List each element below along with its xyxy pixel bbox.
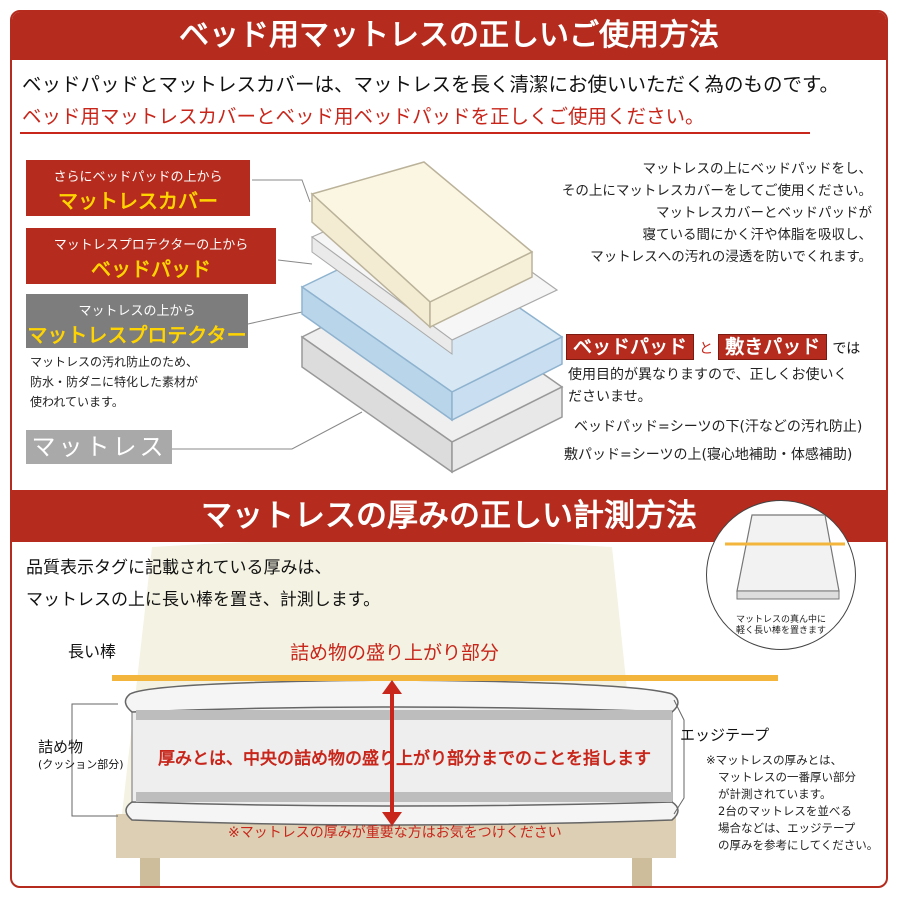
protector-label-big: マットレスプロテクター [27, 323, 247, 347]
bottom-edge-tape [125, 801, 679, 826]
side-note-line: 2台のマットレスを並べる [718, 804, 852, 818]
protector-note-line: 使われています。 [30, 395, 124, 409]
usage-line: その上にマットレスカバーをしてご使用ください。 [561, 183, 872, 199]
thickness-diagram [71, 542, 778, 886]
usage-explanation: マットレスの上にベッドパッドをし、 その上にマットレスカバーをしてご使用ください… [562, 158, 872, 268]
pad-label-big: ベッドパッド [91, 257, 211, 281]
usage-line: マットレスへの汚れの浸透を防いでくれます。 [590, 249, 872, 265]
divider [20, 132, 810, 134]
measure-intro-line: マットレスの上に長い棒を置き、計測します。 [26, 590, 381, 610]
pad-leader-line [277, 259, 313, 265]
layered-mattress-illustration [172, 161, 564, 474]
side-note-line: 場合などは、エッジテープ [718, 821, 856, 835]
comparison-line: 使用目的が異なりますので、正しくお使いく [568, 367, 848, 383]
arrow-head-up [382, 680, 402, 694]
inset-caption: マットレスの真ん中に 軽く長い棒を置きます [707, 615, 855, 637]
filling-sub-label: (クッション部分) [38, 758, 124, 771]
thickness-definition: 厚みとは、中央の詰め物の盛り上がり部分までのことを指します [158, 749, 651, 769]
side-note-line: ※マットレスの厚みとは、 [706, 753, 843, 767]
shiki-pad-definition: 敷パッド=シーツの上(寝心地補助・体感補助) [564, 447, 853, 463]
protector-label: マットレスの上から マットレスプロテクター [26, 294, 248, 348]
cover-label-small: さらにベッドパッドの上から [53, 170, 223, 185]
cover-leader-line [252, 179, 311, 203]
shiki-pad-tag: 敷きパッド [718, 334, 828, 360]
filling-label: 詰め物 [38, 738, 84, 756]
comparison-line: ださいませ。 [568, 389, 652, 405]
cover-layer [310, 161, 534, 329]
inset-caption-line: マットレスの真ん中に [735, 615, 826, 625]
pad-comparison-heading: ベッドパッド と 敷きパッド では [566, 332, 861, 360]
pad-label-small: マットレスプロテクターの上から [53, 238, 249, 253]
side-note-line: の厚みを参考にしてください。 [718, 838, 879, 852]
arrow-head-down [382, 812, 402, 826]
edge-tape-note: ※マットレスの厚みとは、 マットレスの一番厚い部分 が計測されています。 2台の… [706, 752, 878, 854]
mattress-leader-line [172, 411, 363, 450]
protector-note: マットレスの汚れ防止のため、 防水・防ダニに特化した素材が 使われています。 [30, 352, 198, 412]
side-note-line: が計測されています。 [718, 787, 832, 801]
connector-text: と [699, 341, 714, 357]
mattress-cross-section [124, 679, 679, 826]
pad-label: マットレスプロテクターの上から ベッドパッド [26, 228, 276, 284]
inset-circle: マットレスの真ん中に 軽く長い棒を置きます [706, 500, 856, 650]
cover-label-big: マットレスカバー [58, 189, 218, 213]
thickness-warning: ※マットレスの厚みが重要な方はお気をつけください [228, 825, 562, 841]
top-quilt-band [136, 710, 672, 720]
protector-note-line: マットレスの汚れ防止のため、 [30, 355, 199, 369]
edge-tape-bracket [673, 699, 685, 815]
measure-intro-line: 品質表示タグに記載されている厚みは、 [26, 558, 332, 578]
side-note-line: マットレスの一番厚い部分 [718, 770, 856, 784]
bed-pad-definition: ベッドパッド=シーツの下(汗などの汚れ防止) [574, 419, 863, 435]
bed-pad-tag: ベッドパッド [566, 334, 695, 360]
inset-mattress-illustration [725, 514, 845, 600]
usage-line: 寝ている間にかく汗や体脂を吸収し、 [642, 227, 873, 243]
page-frame: ベッド用マットレスの正しいご使用方法 ベッドパッドとマットレスカバーは、マットレ… [10, 10, 888, 888]
intro-emphasis: ベッド用マットレスカバーとベッド用ベッドパッドを正しくご使用ください。 [22, 105, 705, 128]
filling-bracket [71, 703, 118, 817]
protector-leader-line [247, 311, 303, 325]
cover-label: さらにベッドパッドの上から マットレスカバー [26, 160, 250, 216]
edge-tape-label: エッジテープ [680, 726, 770, 744]
bulge-label: 詰め物の盛り上がり部分 [290, 642, 500, 664]
page-title: ベッド用マットレスの正しいご使用方法 [12, 12, 886, 60]
top-edge-tape [124, 679, 679, 713]
bottom-quilt-band [136, 792, 672, 802]
long-bar-label: 長い棒 [68, 642, 117, 661]
usage-line: マットレスカバーとベッドパッドが [656, 205, 872, 221]
comparison-suffix: では [832, 341, 861, 357]
inset-caption-line: 軽く長い棒を置きます [735, 626, 826, 636]
intro-text: ベッドパッドとマットレスカバーは、マットレスを長く清潔にお使いいただく為のもので… [22, 73, 840, 96]
mattress-label: マットレス [26, 430, 172, 464]
protector-label-small: マットレスの上から [78, 304, 196, 319]
usage-line: マットレスの上にベッドパッドをし、 [642, 161, 873, 177]
protector-note-line: 防水・防ダニに特化した素材が [30, 375, 199, 389]
